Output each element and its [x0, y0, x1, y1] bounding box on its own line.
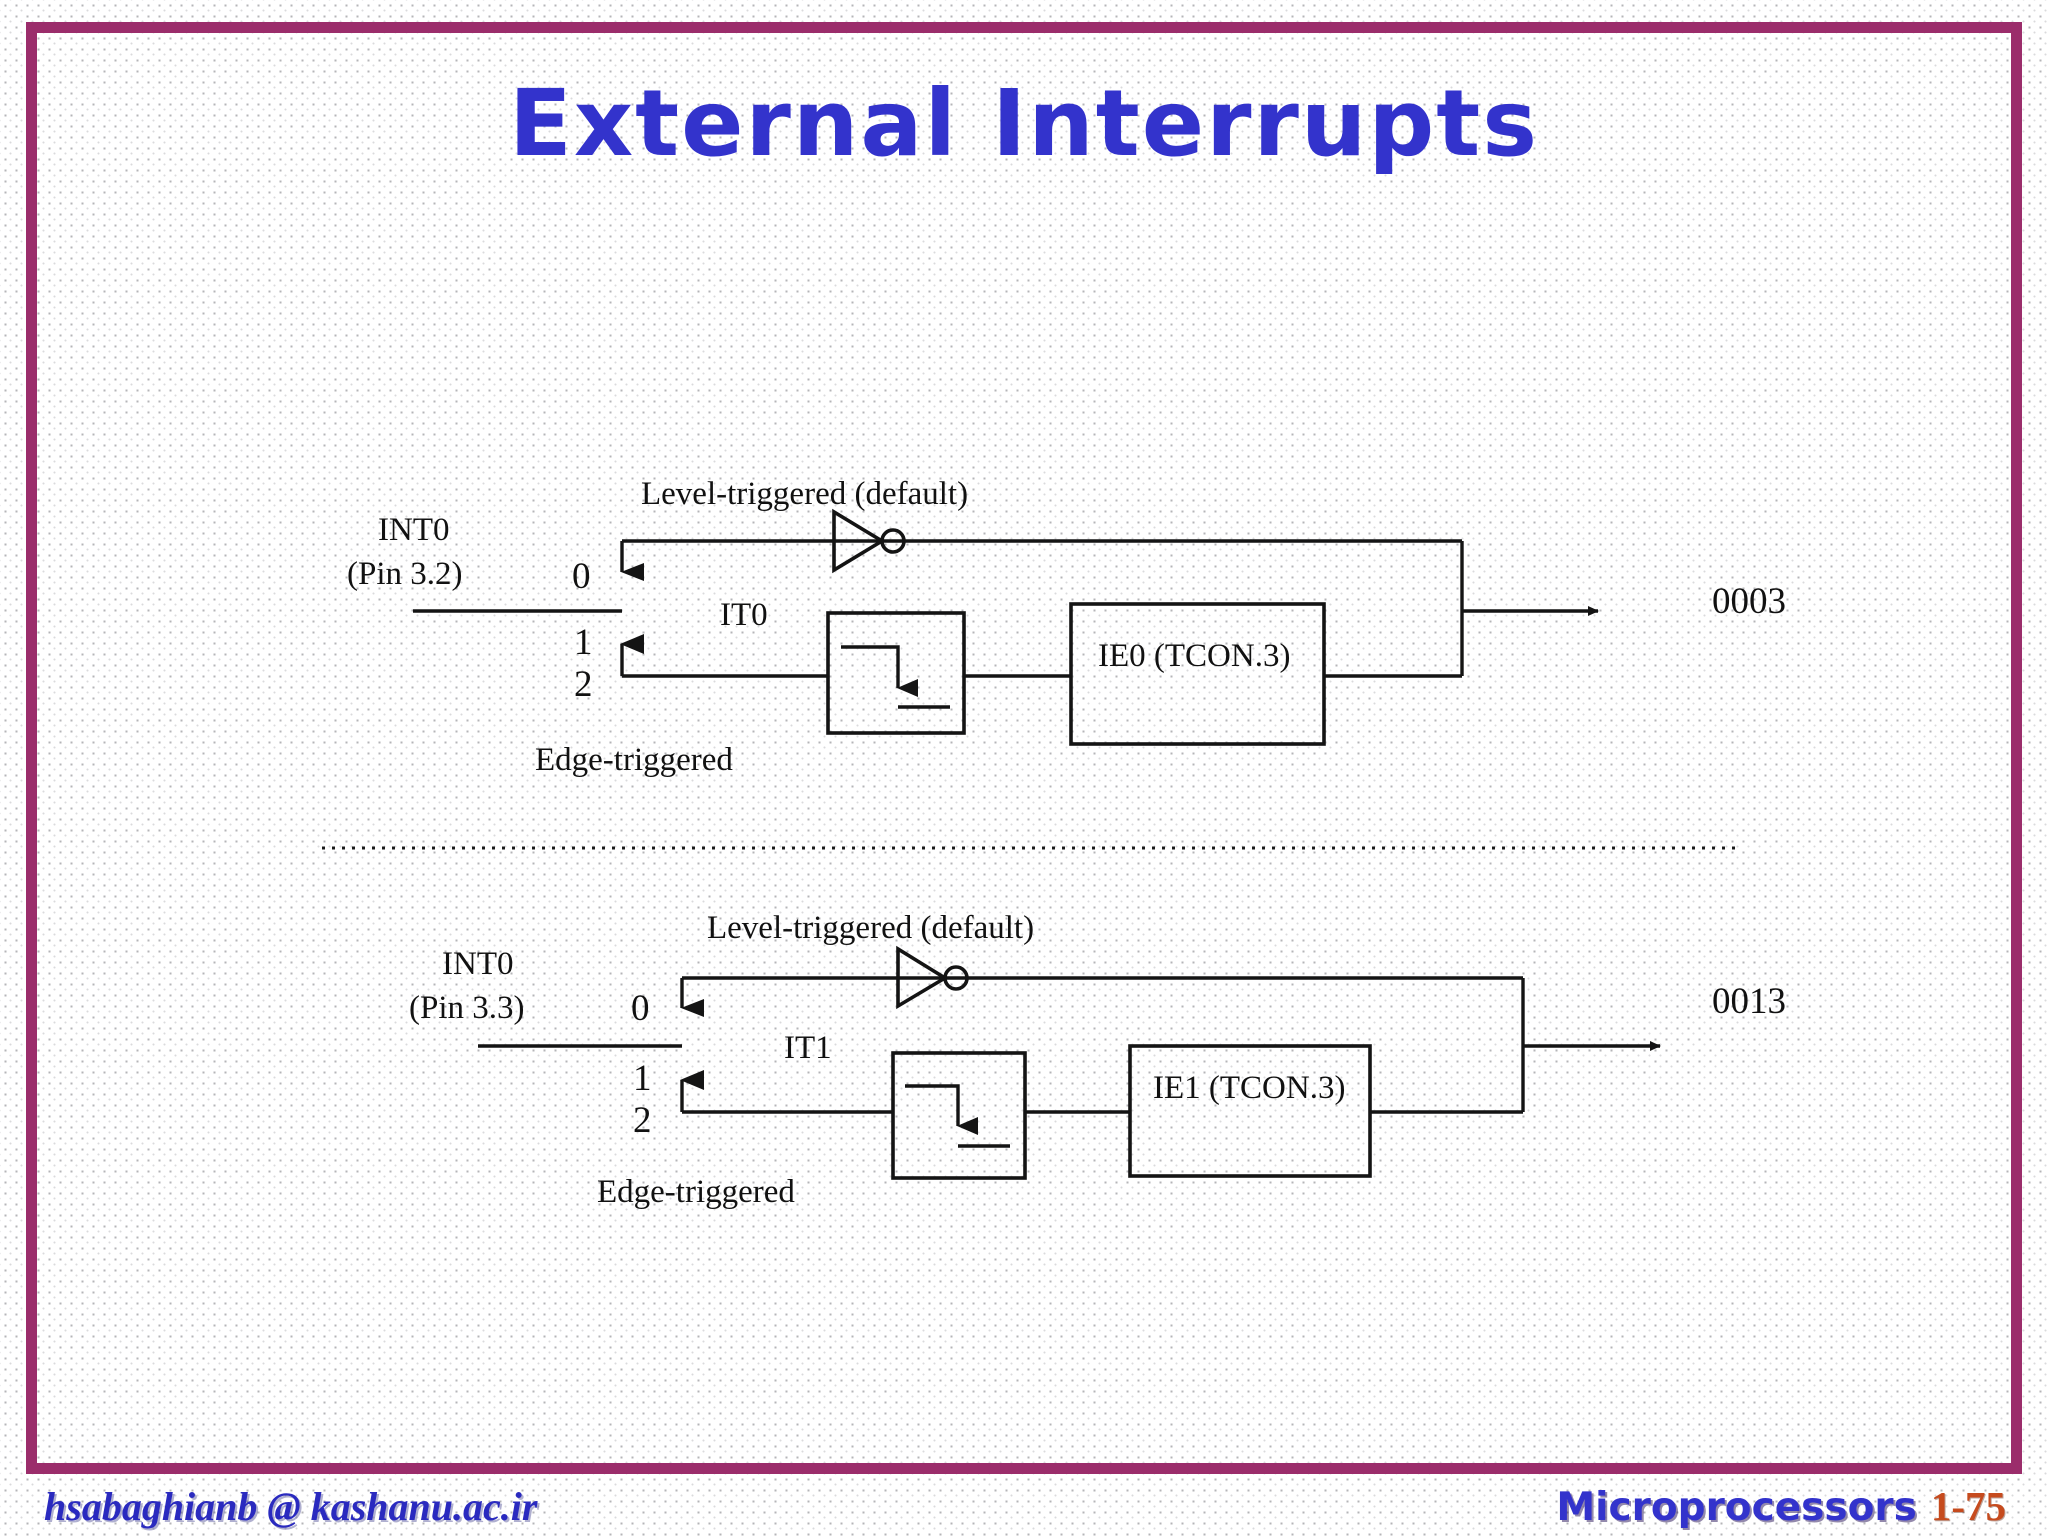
slide-border-frame: [26, 22, 2022, 1474]
page-title: External Interrupts: [508, 70, 1539, 177]
flag-box-1: [1069, 602, 1326, 746]
control-bit-label-2: IT1: [784, 1030, 832, 1066]
select-2-label-2: 2: [633, 1100, 652, 1141]
flag-box-label-1: IE0 (TCON.3): [1098, 638, 1290, 674]
select-1-label-2: 1: [633, 1058, 652, 1099]
level-triggered-label-1: Level-triggered (default): [641, 476, 968, 512]
falling-edge-waveform-1: [841, 645, 900, 676]
footer-email: hsabaghianb @ kashanu.ac.ir: [44, 1484, 538, 1529]
not-gate-icon-1: [832, 508, 906, 574]
pin-label-2: INT0: [442, 946, 513, 982]
vector-label-2: 0013: [1712, 981, 1786, 1022]
pin-label-1: INT0: [378, 512, 449, 548]
select-1-label-1: 1: [574, 622, 593, 663]
control-bit-label-1: IT0: [720, 597, 768, 633]
pin-sublabel-1: (Pin 3.2): [347, 556, 463, 592]
flag-box-label-2: IE1 (TCON.3): [1153, 1070, 1345, 1106]
pin-sublabel-2: (Pin 3.3): [409, 990, 525, 1026]
select-0-label-2: 0: [631, 988, 650, 1029]
edge-triggered-label-1: Edge-triggered: [535, 742, 733, 778]
edge-triggered-label-2: Edge-triggered: [597, 1174, 795, 1210]
vector-label-1: 0003: [1712, 581, 1786, 622]
footer-right-group: Microprocessors 1-75: [1556, 1482, 2006, 1530]
footer-course-name: Microprocessors: [1556, 1485, 1917, 1530]
falling-edge-icon-2: [891, 1051, 1027, 1180]
not-gate-icon-2: [896, 945, 969, 1010]
level-triggered-label-2: Level-triggered (default): [707, 910, 1034, 946]
select-2-label-1: 2: [574, 664, 593, 705]
footer-page-number: 1-75: [1930, 1483, 2006, 1529]
select-0-label-1: 0: [572, 556, 591, 597]
flag-box-2: [1128, 1044, 1372, 1178]
falling-edge-icon-1: [826, 611, 966, 735]
falling-edge-waveform-2: [905, 1084, 960, 1114]
